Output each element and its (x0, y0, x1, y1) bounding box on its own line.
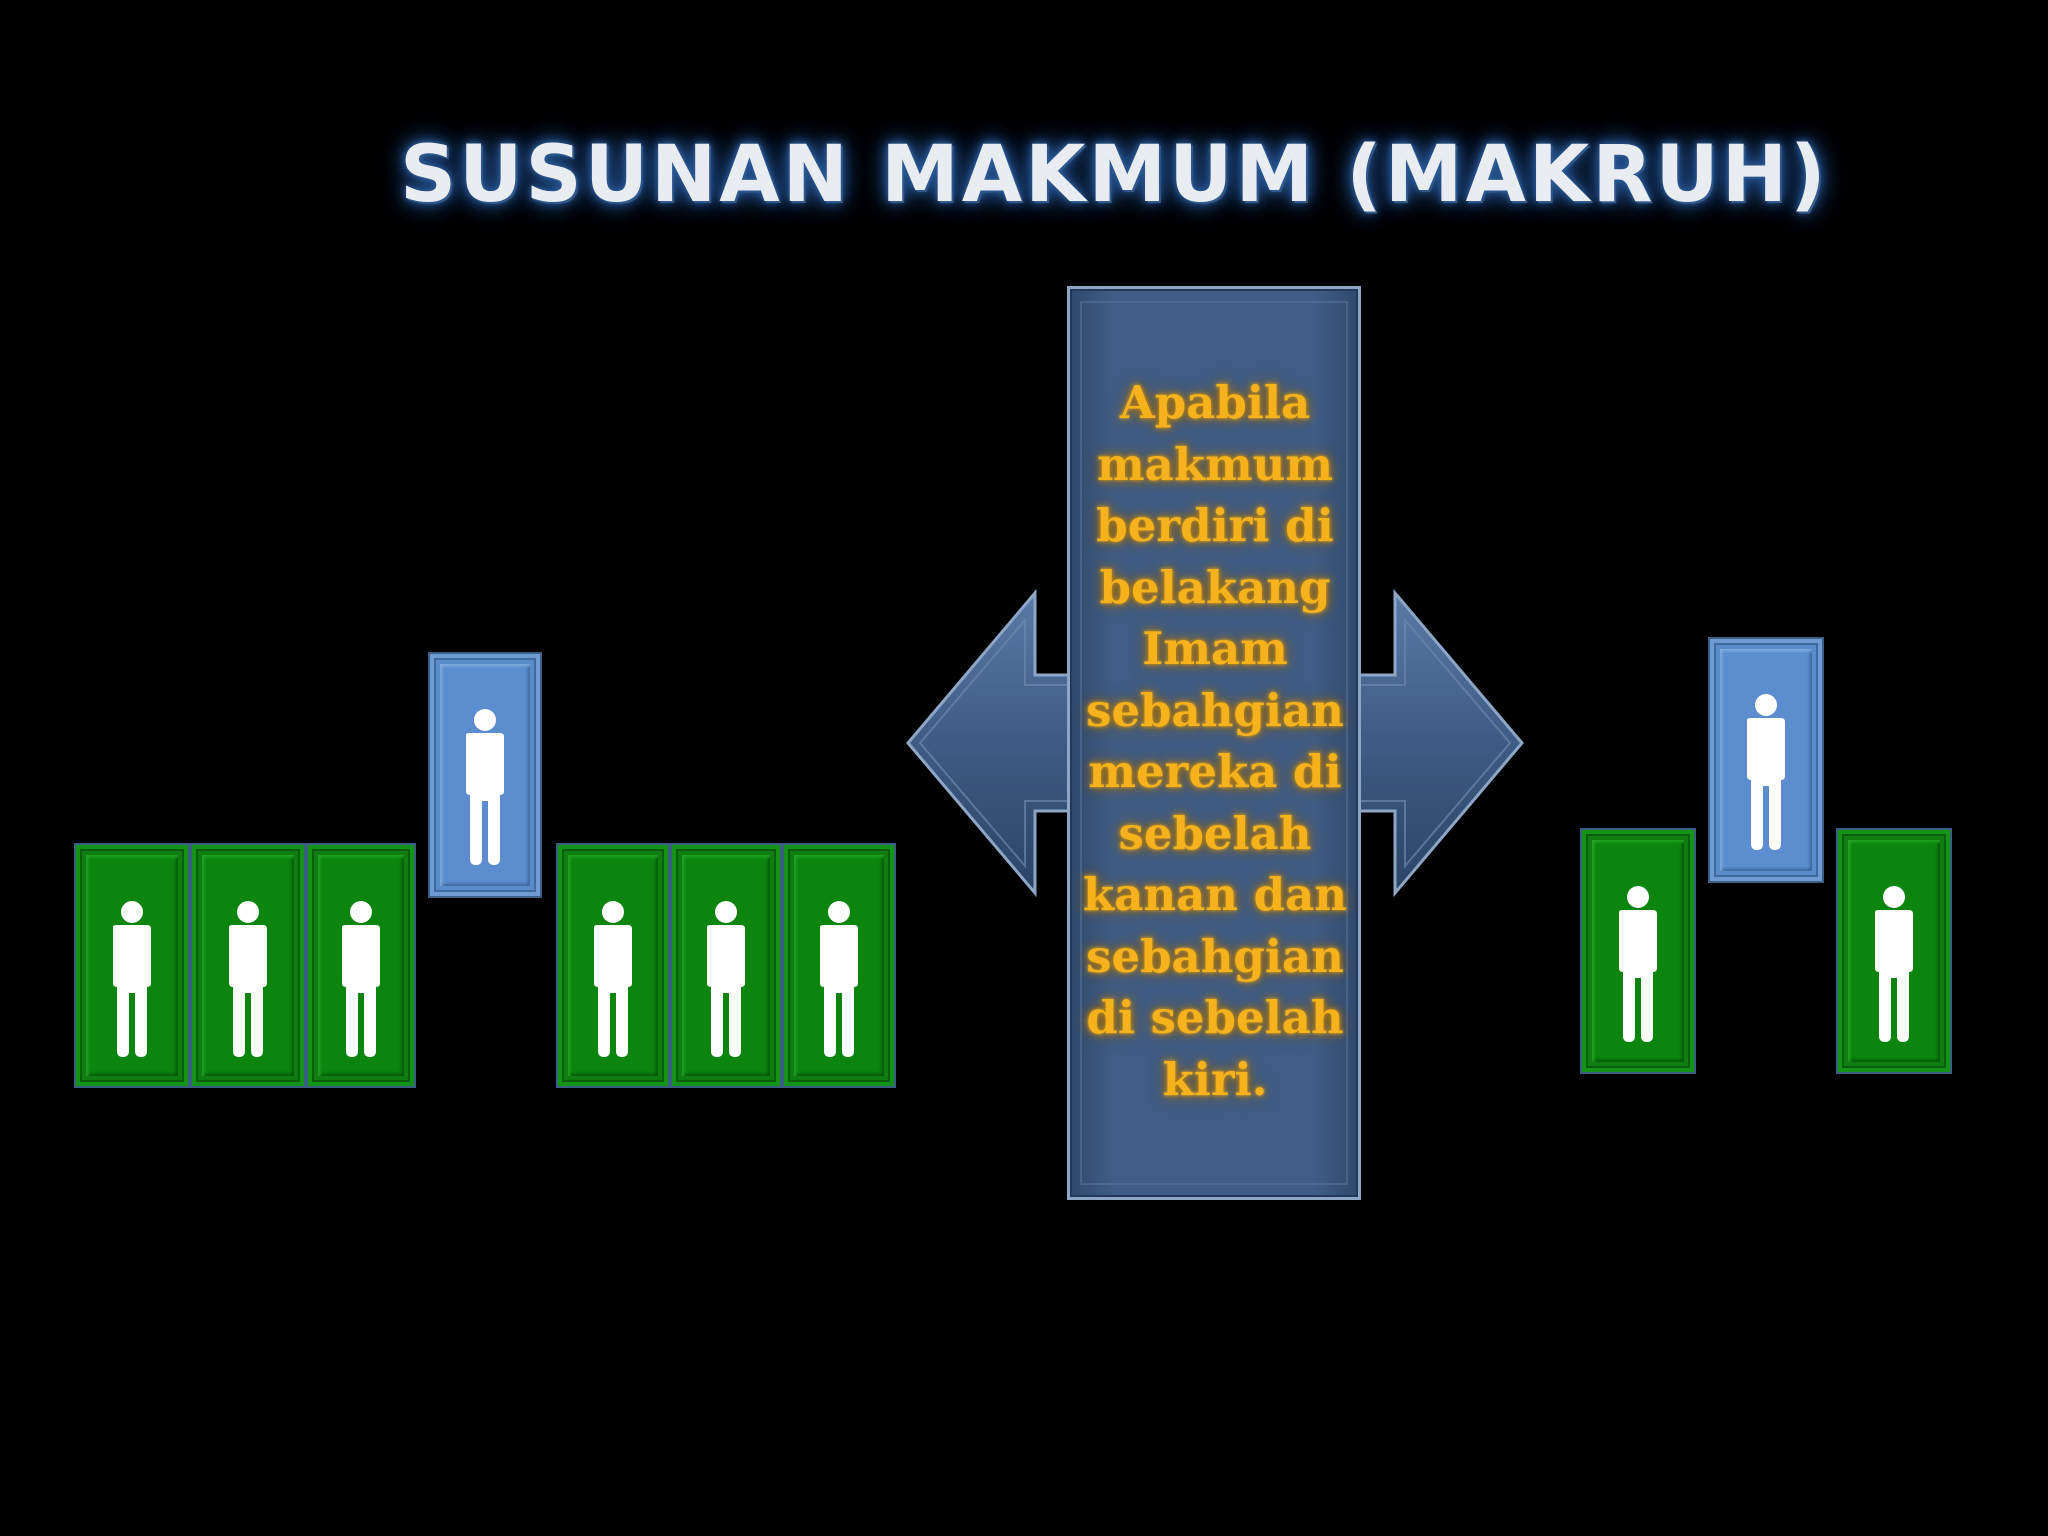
makmum-box (306, 843, 416, 1088)
person-icon (466, 709, 504, 865)
person-icon (1875, 886, 1913, 1042)
person-icon (1619, 886, 1657, 1042)
makmum-box (74, 843, 190, 1088)
person-icon (820, 901, 858, 1057)
makmum-box-left-side (1836, 828, 1952, 1074)
person-icon (229, 901, 267, 1057)
person-icon (594, 901, 632, 1057)
imam-box-left (428, 652, 542, 898)
slide-title: SUSUNAN MAKMUM (MAKRUH) (400, 130, 1829, 220)
double-headed-arrow (906, 286, 1524, 1200)
makmum-box (782, 843, 896, 1088)
person-icon (707, 901, 745, 1057)
person-icon (342, 901, 380, 1057)
person-icon (1747, 694, 1785, 850)
description-text: Apabila makmum berdiri di belakang Imam … (1083, 376, 1347, 1106)
makmum-box (190, 843, 306, 1088)
makmum-box (670, 843, 782, 1088)
makmum-box (556, 843, 670, 1088)
imam-box-right (1708, 637, 1824, 883)
makmum-box-right-side (1580, 828, 1696, 1074)
person-icon (113, 901, 151, 1057)
